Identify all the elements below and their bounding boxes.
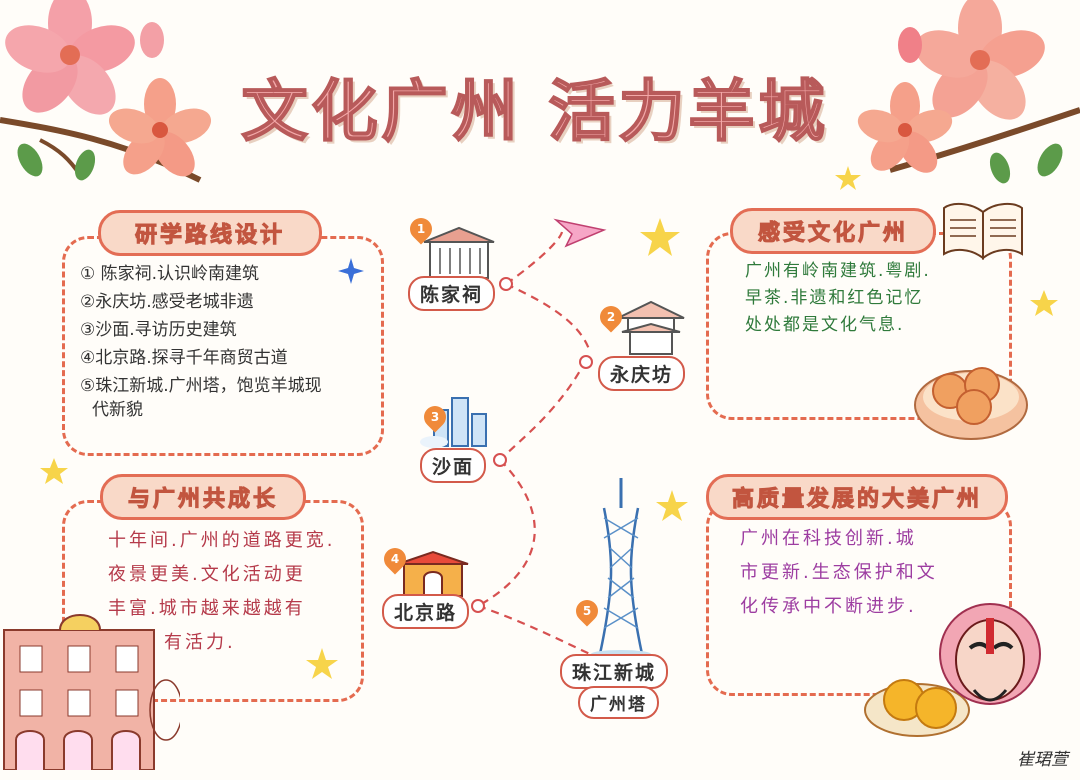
culture-line: 处处都是文化气息.: [745, 315, 905, 335]
stop-number: 4: [390, 552, 400, 566]
route-section-header: 研学路线设计: [98, 210, 322, 256]
stop-pin: 2: [595, 301, 627, 333]
route-item: ① 陈家祠.认识岭南建筑: [80, 264, 260, 284]
route-item: ②永庆坊.感受老城非遗: [80, 292, 254, 312]
development-text: 广州在科技创新.城 市更新.生态保护和文 化传承中不断进步.: [740, 522, 938, 624]
growth-line: 丰富.城市越来越越有: [108, 598, 306, 619]
route-item: 代新貌: [92, 400, 143, 420]
opera-mask-mooncake-icon: [864, 603, 1041, 737]
culture-line: 广州有岭南建筑.粤剧.: [745, 261, 931, 281]
growth-line: 有活力.: [164, 632, 236, 653]
growth-section-header: 与广州共成长: [100, 474, 306, 520]
stop-pin: 1: [405, 213, 437, 245]
stop-label: 珠江新城: [560, 654, 669, 689]
stop-pin: 4: [379, 543, 411, 575]
culture-line: 早茶.非遗和红色记忆: [745, 288, 924, 308]
route-item: ④北京路.探寻千年商贸古道: [80, 348, 288, 368]
route-list: ① 陈家祠.认识岭南建筑 ②永庆坊.感受老城非遗 ③沙面.寻访历史建筑 ④北京路…: [80, 260, 322, 420]
development-line: 化传承中不断进步.: [740, 596, 917, 617]
dim-sum-basket-icon: [914, 367, 1028, 440]
stop-pin: 5: [571, 595, 603, 627]
stop-label: 陈家祠: [408, 276, 496, 311]
poster-title: 文化广州 活力羊城: [241, 72, 829, 151]
growth-line: 夜景更美.文化活动更: [108, 564, 306, 585]
development-section-header: 高质量发展的大美广州: [706, 474, 1008, 520]
open-book-icon: [943, 202, 1023, 261]
stop-label: 北京路: [382, 594, 470, 629]
stop-number: 2: [606, 310, 616, 324]
stop-number: 3: [430, 410, 440, 424]
kapok-flower-branch-right: [857, 0, 1080, 184]
culture-section-header: 感受文化广州: [730, 208, 936, 254]
stop-sublabel: 广州塔: [578, 686, 659, 719]
author-signature: 崔珺萱: [1017, 750, 1068, 770]
kapok-flower-branch-left: [0, 0, 212, 183]
stop-pin: 3: [419, 401, 451, 433]
stop-label: 沙面: [420, 448, 487, 483]
route-item: ③沙面.寻访历史建筑: [80, 320, 237, 340]
yongqingfang-pavilion-icon: [617, 300, 685, 355]
route-item: ⑤珠江新城.广州塔，饱览羊城现: [80, 376, 322, 396]
growth-text: 十年间.广州的道路更宽. 夜景更美.文化活动更 丰富.城市越来越越有 有活力.: [108, 524, 335, 660]
sparkle-icon: [338, 258, 364, 284]
development-line: 广州在科技创新.城: [740, 528, 917, 549]
beijinglu-gate-icon: [397, 550, 469, 597]
arcade-building-icon: [3, 614, 180, 770]
stop-number: 1: [416, 222, 426, 236]
canton-tower-icon: [591, 478, 651, 658]
stop-label: 永庆坊: [598, 356, 686, 391]
culture-text: 广州有岭南建筑.粤剧. 早茶.非遗和红色记忆 处处都是文化气息.: [745, 258, 931, 339]
development-line: 市更新.生态保护和文: [740, 562, 938, 583]
stop-number: 5: [582, 604, 592, 618]
growth-line: 十年间.广州的道路更宽.: [108, 530, 336, 551]
